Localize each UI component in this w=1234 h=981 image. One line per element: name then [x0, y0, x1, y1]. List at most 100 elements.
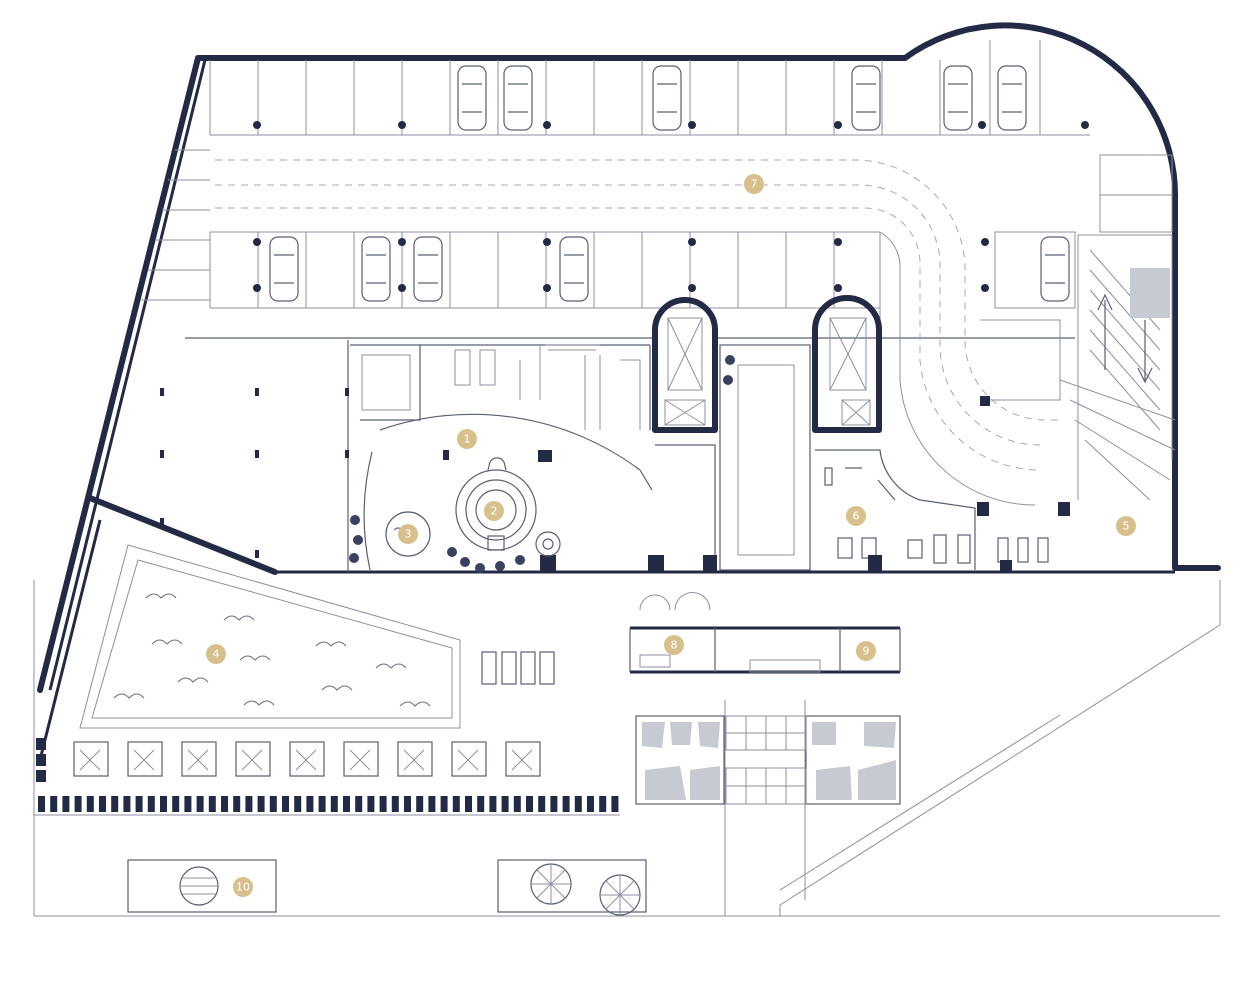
paving-block: [318, 796, 326, 812]
driving-lanes: [215, 159, 1060, 506]
zone-marker-badge: [233, 877, 253, 897]
zone-marker-badge: [1116, 516, 1136, 536]
zone-marker-1: 1: [457, 429, 477, 449]
plant-icon: [495, 561, 505, 571]
plant-icon: [475, 563, 485, 573]
paving-block: [489, 796, 497, 812]
paving-block: [147, 796, 155, 812]
paving-block: [416, 796, 424, 812]
elevator-core-right: [812, 295, 882, 433]
parking-stalls-bottom: [209, 231, 1076, 401]
sunbed-icon: [181, 741, 217, 777]
paving-block: [269, 796, 277, 812]
paving-block: [477, 796, 485, 812]
paving-block: [184, 796, 192, 812]
zone-marker-3: 3: [398, 524, 418, 544]
garden-beds: [635, 715, 901, 805]
paving-block: [86, 796, 94, 812]
paving-block: [367, 796, 375, 812]
zone-marker-5: 5: [1116, 516, 1136, 536]
plant-icon: [349, 553, 359, 563]
zone-marker-8: 8: [664, 635, 684, 655]
paving-block: [50, 796, 58, 812]
sunbed-icon: [289, 741, 325, 777]
paving-block: [465, 796, 472, 812]
zone-marker-label: 2: [491, 505, 498, 518]
paving-block: [587, 796, 594, 812]
zone-marker-10: 10: [233, 877, 253, 897]
paving-block: [343, 796, 350, 812]
zone-marker-badge: [484, 501, 504, 521]
columns: [253, 121, 1089, 516]
paving-block: [379, 796, 387, 812]
paving-block: [294, 796, 302, 812]
car-icon: [559, 236, 589, 302]
paving-block: [36, 738, 46, 750]
paving-block: [355, 796, 363, 812]
zone-marker-badge: [398, 524, 418, 544]
plant-icon: [725, 355, 735, 365]
zone-marker-badge: [744, 174, 764, 194]
sunbed-icon: [127, 741, 163, 777]
parking-stalls-side: [140, 149, 1173, 301]
zone-marker-9: 9: [856, 641, 876, 661]
zone-marker-label: 9: [863, 645, 870, 658]
paving-block: [135, 796, 143, 812]
zone-marker-badge: [457, 429, 477, 449]
paving-block: [550, 796, 558, 812]
zone-marker-label: 10: [236, 881, 250, 894]
sunbed-icon: [451, 741, 487, 777]
gym-equipment-icon: [997, 537, 1049, 563]
zone-marker-label: 5: [1123, 520, 1130, 533]
paving-block: [62, 796, 70, 812]
car-icon: [997, 65, 1027, 131]
paving-block: [526, 796, 533, 812]
paving-block: [123, 796, 131, 812]
car-icon: [457, 65, 487, 131]
sunbed-icon: [505, 741, 541, 777]
zone-marker-label: 6: [853, 510, 860, 523]
plant-icon: [723, 375, 733, 385]
paving-block: [74, 796, 82, 812]
paving-block: [99, 796, 106, 812]
plant-icon: [350, 515, 360, 525]
paving-block: [111, 796, 119, 812]
car-icon: [361, 236, 391, 302]
terrace: [127, 859, 647, 916]
car-icon: [1040, 236, 1070, 302]
zone-marker-4: 4: [206, 644, 226, 664]
plants: [349, 355, 735, 573]
sunbed-icon: [343, 741, 379, 777]
sunbeds: [73, 651, 555, 777]
car-icon: [943, 65, 973, 131]
paving-block: [404, 796, 411, 812]
gym-equipment-icon: [837, 534, 971, 564]
zone-marker-2: 2: [484, 501, 504, 521]
paving-block: [36, 770, 46, 782]
paving-block: [38, 796, 45, 812]
paving-strip: [36, 738, 619, 812]
zone-marker-label: 3: [405, 528, 412, 541]
paving-block: [562, 796, 570, 812]
paving-block: [574, 796, 582, 812]
paving-block: [36, 754, 46, 766]
outdoor-pool: [79, 544, 461, 729]
gym: [815, 449, 1049, 572]
paving-block: [257, 796, 265, 812]
paving-block: [501, 796, 509, 812]
paving-block: [611, 796, 619, 812]
zone-marker-6: 6: [846, 506, 866, 526]
plant-icon: [515, 555, 525, 565]
zone-marker-badge: [856, 641, 876, 661]
paving-block: [452, 796, 460, 812]
paving-block: [599, 796, 607, 812]
paving-block: [245, 796, 253, 812]
paving-block: [160, 796, 167, 812]
sunbed-icon: [73, 741, 109, 777]
paving-block: [330, 796, 338, 812]
zone-marker-badge: [846, 506, 866, 526]
paving-block: [513, 796, 521, 812]
plant-icon: [353, 535, 363, 545]
fountain: [455, 457, 561, 557]
